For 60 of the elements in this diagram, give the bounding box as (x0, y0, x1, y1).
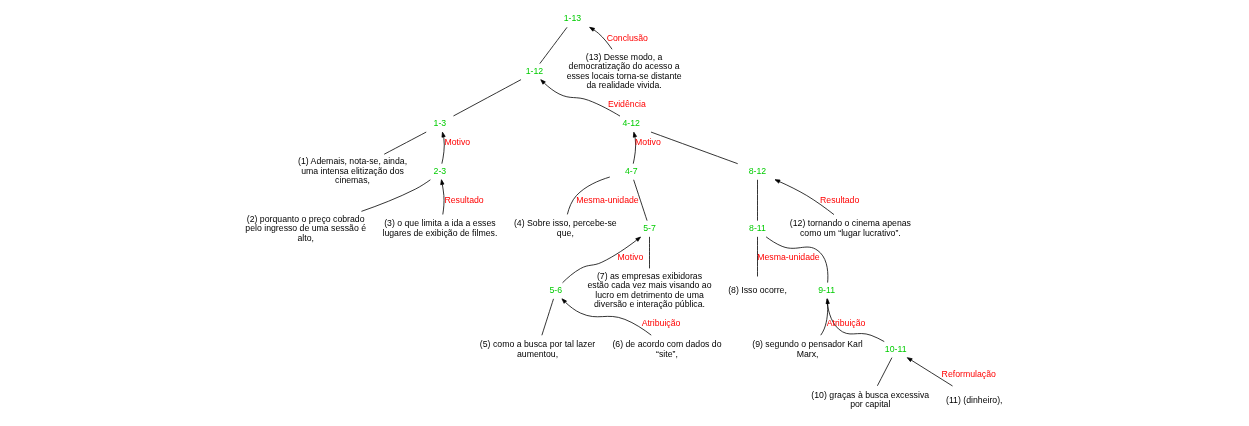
node-text: (2) porquanto o preço cobrado pelo ingresso de uma sessão é alto, (245, 213, 367, 243)
node-text: 8-11 (749, 223, 766, 234)
arrow (561, 298, 652, 336)
arrow (820, 298, 830, 336)
edge-label: Evidência (607, 99, 646, 110)
arrow (540, 79, 621, 117)
connector (539, 26, 568, 64)
edge-label: Conclusão (606, 32, 648, 43)
node-text: (1) Ademais, nota-se, ainda, uma intensa elitização dos cinemas, (298, 156, 408, 186)
node-text: 2-3 (433, 165, 447, 176)
connector (383, 131, 427, 155)
node-text: 10-11 (884, 343, 907, 354)
edge-label: Motivo (444, 137, 471, 148)
node-text: (5) como a busca por tal lazer aumentou, (479, 339, 596, 359)
connector (453, 79, 522, 117)
node-text: 1-3 (433, 118, 447, 129)
node-text: (7) as empresas exibidoras estão cada vez mais visando ao lucro em detrimento de uma diversão e interação pública. (587, 270, 712, 310)
node-text: 8-12 (748, 165, 767, 176)
node-text: 1-13 (563, 13, 582, 24)
edge-label: Atribuição (641, 318, 681, 329)
connector (757, 179, 758, 222)
node-text: (9) segundo o pensador Karl Marx, (752, 339, 863, 359)
node-text: (12) tornando o cinema apenas como um “lugar lucrativo”. (789, 218, 911, 238)
connector (541, 298, 554, 336)
edge-label: Mesma-unidade (757, 251, 820, 262)
edge-label: Reformulação (941, 369, 996, 380)
node-text: (4) Sobre isso, percebe-se que, (513, 218, 617, 238)
connector (757, 236, 758, 277)
node-text: 1-12 (525, 65, 544, 76)
node-text: (11) (dinheiro), (946, 394, 1003, 405)
edge-label: Motivo (617, 251, 644, 262)
connector (361, 179, 431, 212)
node-text: (6) de acordo com dados do “site”, (612, 339, 722, 359)
node-text: (3) o que limita a ida a esses lugares de exibição de filmes. (382, 218, 498, 238)
node-text: 9-11 (818, 285, 835, 296)
arrow (906, 357, 953, 387)
connector (633, 179, 648, 222)
node-text: (10) graças à busca excessiva por capital (811, 389, 930, 410)
edge-label: Resultado (820, 194, 860, 205)
connector (877, 357, 893, 387)
arrow (562, 236, 641, 284)
arrow (440, 179, 445, 215)
edge-label: Mesma-unidade (576, 194, 639, 205)
connector (650, 131, 739, 165)
arrow (632, 131, 637, 165)
node-text: 4-7 (624, 165, 638, 176)
connector (566, 176, 611, 215)
connector (765, 236, 829, 283)
node-text: 5-7 (643, 223, 656, 234)
connector (649, 236, 650, 269)
arrow (589, 26, 613, 50)
node-text: 5-6 (549, 285, 563, 296)
node-text: 4-12 (622, 118, 640, 129)
node-text: (8) Isso ocorre, (728, 285, 787, 296)
edge-label: Atribuição (826, 318, 866, 329)
edge-label: Resultado (444, 194, 484, 205)
arrow (441, 131, 446, 165)
connector (826, 298, 885, 342)
node-text: (13) Desse modo, a democratização do acesso a esses locais torna-se distante da realidade vivida. (566, 51, 682, 91)
arrow (774, 179, 835, 215)
